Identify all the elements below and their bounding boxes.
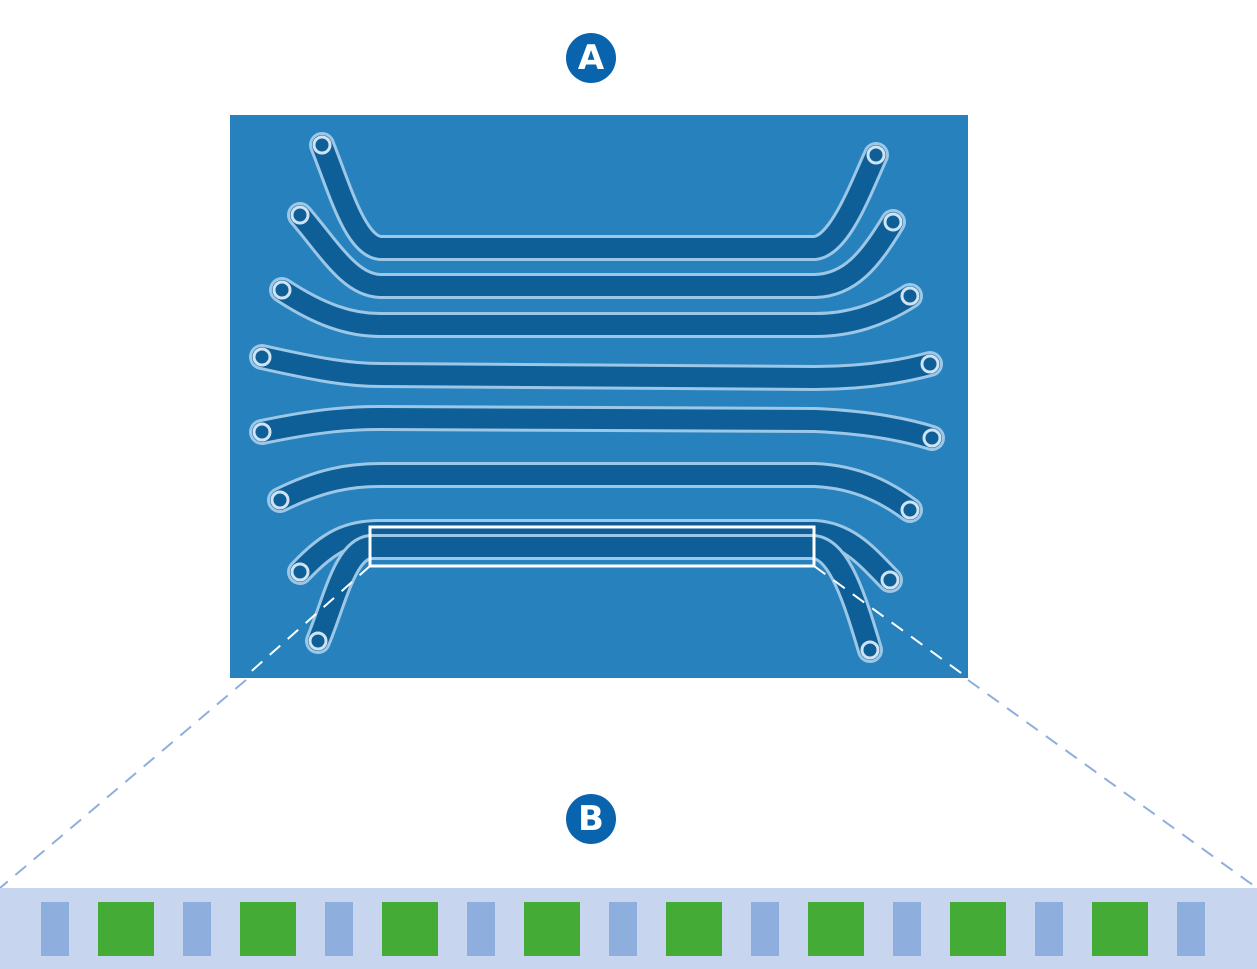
- channel-zoom-strip: [0, 888, 1257, 969]
- inlet-port: [308, 631, 328, 651]
- channel: [270, 465, 920, 520]
- channel-outline: [305, 534, 883, 663]
- green-segment: [524, 902, 580, 956]
- blue-segment: [1035, 902, 1063, 956]
- zoom-line-left-lower: [0, 679, 247, 889]
- channel: [272, 280, 920, 335]
- zoom-line-right-lower: [967, 679, 1257, 889]
- inlet-port: [922, 428, 942, 448]
- inlet-port: [883, 212, 903, 232]
- zoom-highlight-box: [368, 525, 816, 568]
- inlet-port: [290, 562, 310, 582]
- inlet-port: [900, 500, 920, 520]
- inlet-port: [860, 640, 880, 660]
- inlet-port: [252, 347, 272, 367]
- inlet-port: [290, 205, 310, 225]
- green-segment: [1092, 902, 1148, 956]
- inlet-port: [272, 280, 292, 300]
- blue-segment: [1177, 902, 1205, 956]
- channel: [312, 135, 886, 258]
- green-segment: [382, 902, 438, 956]
- channel: [308, 537, 880, 660]
- channel: [252, 347, 940, 389]
- inlet-port: [920, 354, 940, 374]
- green-segment: [98, 902, 154, 956]
- inlet-port: [900, 286, 920, 306]
- zoom-line-right-upper: [813, 565, 969, 679]
- blue-segment: [325, 902, 353, 956]
- green-segment: [950, 902, 1006, 956]
- green-segment: [808, 902, 864, 956]
- inlet-port: [312, 135, 332, 155]
- inlet-port: [270, 490, 290, 510]
- inlet-port: [866, 145, 886, 165]
- channel-group: [249, 132, 945, 663]
- channel: [290, 522, 900, 590]
- panel-a-badge: A: [566, 33, 616, 83]
- blue-segment: [751, 902, 779, 956]
- panel-b-badge: B: [566, 794, 616, 844]
- channel: [252, 407, 942, 448]
- channel-outline: [309, 132, 889, 261]
- blue-segment: [893, 902, 921, 956]
- green-segment: [666, 902, 722, 956]
- blue-segment: [183, 902, 211, 956]
- inlet-port: [252, 422, 272, 442]
- channel: [290, 205, 903, 296]
- zoom-line-left-upper: [245, 565, 371, 677]
- green-segment: [240, 902, 296, 956]
- inlet-port: [880, 570, 900, 590]
- blue-segment: [41, 902, 69, 956]
- blue-segment: [609, 902, 637, 956]
- blue-segment: [467, 902, 495, 956]
